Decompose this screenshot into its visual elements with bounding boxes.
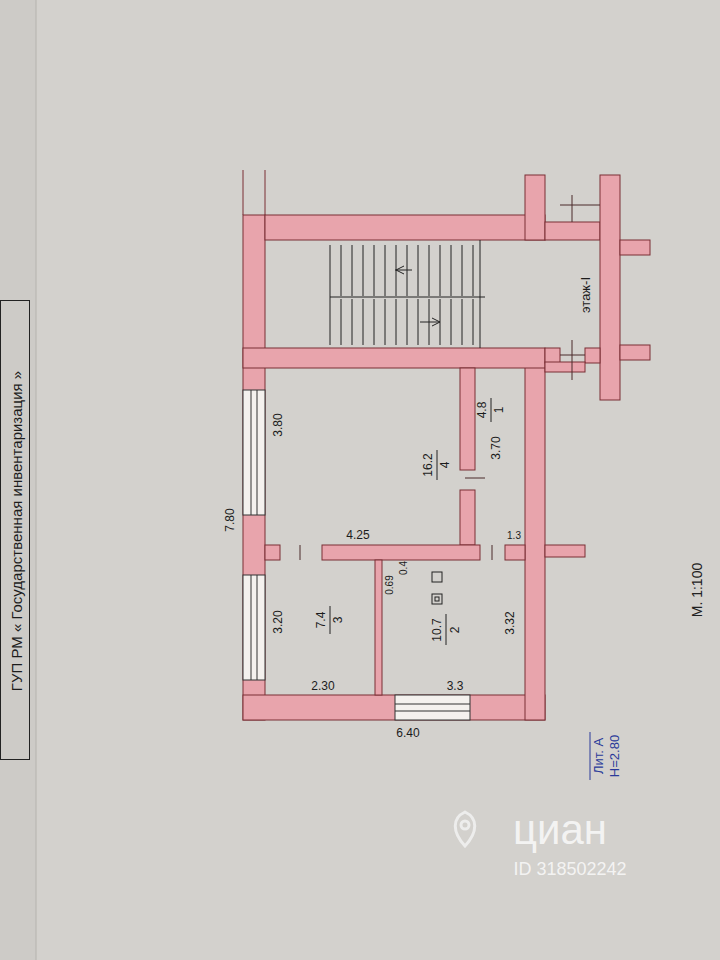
room-value: 4.8	[476, 402, 488, 419]
watermark-pin	[455, 812, 475, 846]
room-box: 4 16.2 3.80 4.25	[265, 368, 460, 545]
dimension: 1.3	[507, 531, 521, 541]
room-value: 10.7	[431, 618, 443, 641]
room-number: 2	[449, 627, 461, 634]
dimension: 6.40	[396, 727, 419, 739]
room-value: 3.3	[447, 680, 464, 692]
stamp-text: ГУП РМ « Государственная инвентаризация …	[9, 371, 24, 691]
room-number: 4	[439, 462, 451, 469]
room-value: 3.20	[272, 610, 284, 633]
watermark: циан	[513, 809, 607, 851]
room-number: 1	[493, 407, 505, 414]
room-value: 0.69	[385, 575, 395, 594]
room-value: 2.30	[311, 680, 334, 692]
dimension: 7.80	[224, 508, 236, 531]
stamp-box: ГУП РМ « Государственная инвентаризация …	[0, 300, 30, 760]
room-value: 3.80	[272, 413, 284, 436]
scale-label: М. 1:100	[690, 563, 704, 617]
room-value: 3.32	[504, 611, 516, 634]
room-number: этаж-I	[579, 277, 592, 313]
room-value: 4.25	[346, 529, 369, 541]
watermark: ID 318502242	[513, 860, 626, 878]
room-value: 16.2	[422, 453, 434, 476]
room-value: 3.70	[490, 436, 502, 459]
room-number: 3	[332, 617, 344, 624]
room-box: 2 10.7 3.32 3.3 0.69 0.4	[382, 560, 525, 695]
room-box: 1 4.8 3.70	[475, 368, 525, 545]
room-box: 3 7.4 3.20 2.30	[265, 560, 375, 695]
handwritten-note: H=2.80	[608, 735, 621, 777]
stair-hall: этаж-I	[265, 240, 600, 348]
room-value: 0.4	[399, 561, 409, 575]
room-value: 7.4	[315, 612, 327, 629]
handwritten-note: Лит. А	[592, 738, 605, 774]
